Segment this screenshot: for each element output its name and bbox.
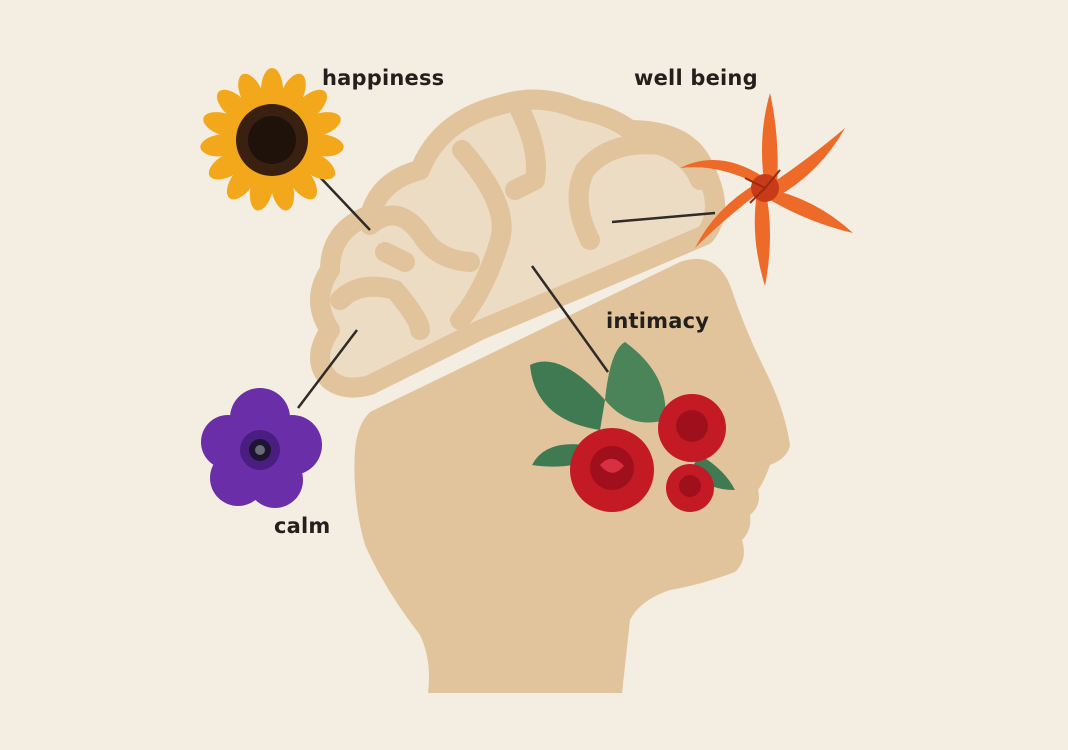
sunflower-icon: [200, 68, 344, 211]
label-well-being: well being: [634, 66, 758, 90]
connector-happiness: [317, 174, 371, 231]
brain: [310, 89, 725, 398]
connector-well-being: [611, 211, 716, 224]
roses-icon: [530, 342, 735, 512]
label-intimacy: intimacy: [606, 309, 710, 333]
label-happiness: happiness: [322, 66, 445, 90]
lily-icon: [680, 93, 853, 286]
anemone-icon: [201, 388, 322, 508]
connector-calm: [297, 329, 358, 409]
label-calm: calm: [274, 514, 331, 538]
connector-intimacy: [530, 265, 610, 373]
connector-lines: [297, 174, 716, 409]
